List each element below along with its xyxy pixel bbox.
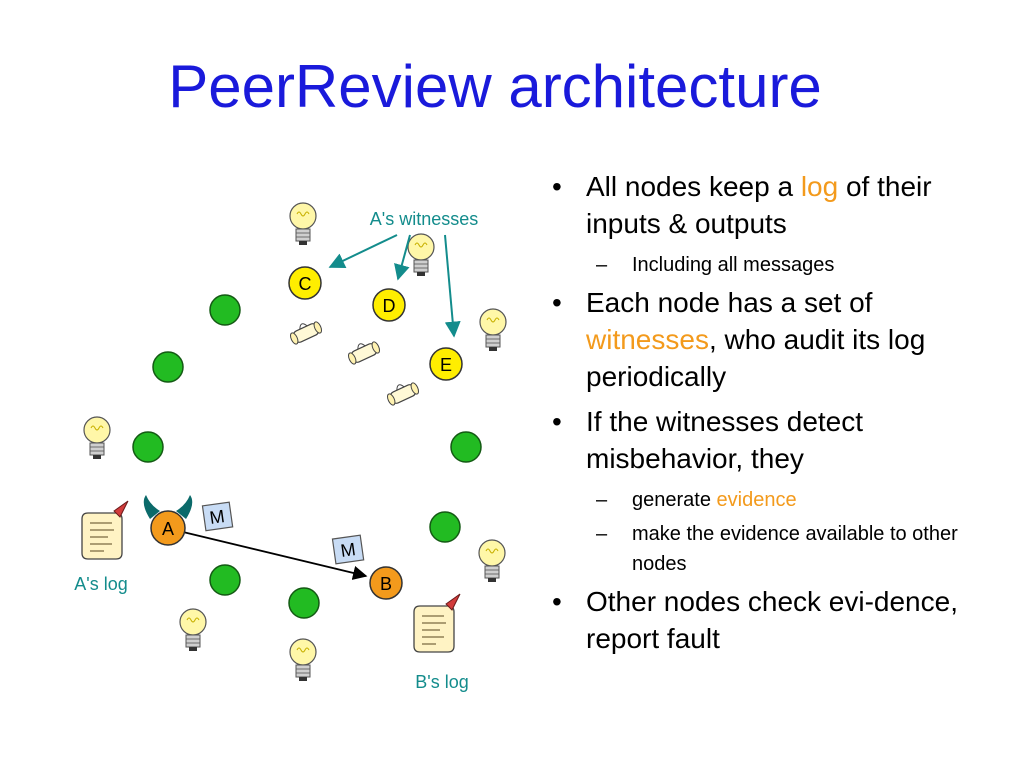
bullet-item: •Other nodes check evi-dence, report fau… bbox=[552, 586, 958, 654]
message-box-label: M bbox=[339, 539, 357, 561]
b-log-icon bbox=[413, 593, 461, 653]
a-log-icon bbox=[81, 500, 129, 560]
highlight-log: log bbox=[800, 171, 839, 202]
a-log-label: A's log bbox=[74, 574, 127, 594]
b-log-label: B's log bbox=[415, 672, 468, 692]
peerreview-diagram: C D E A B M M A's witnesses A's log B's … bbox=[74, 202, 507, 692]
node-b-label: B bbox=[380, 574, 392, 594]
node bbox=[132, 431, 164, 463]
node bbox=[152, 351, 184, 383]
message-arrow bbox=[182, 531, 368, 580]
node-b bbox=[369, 566, 403, 600]
sub-bullet-item: –generate evidence bbox=[596, 489, 797, 511]
witness-label: A's witnesses bbox=[370, 209, 478, 229]
witness-bulb-icon bbox=[289, 202, 317, 246]
bullet-list: •All nodes keep a log of their inputs & … bbox=[548, 168, 1003, 665]
highlight-witnesses: witnesses bbox=[586, 324, 709, 355]
log-scroll-icon bbox=[344, 336, 382, 366]
bullet-item: •Each node has a set of witnesses, who a… bbox=[552, 287, 926, 392]
node bbox=[288, 587, 320, 619]
witness-arrow-d bbox=[394, 234, 411, 281]
log-scroll-icon bbox=[286, 316, 324, 346]
bullet-dot: • bbox=[552, 171, 562, 202]
witness-bulb-icon bbox=[407, 233, 435, 277]
witness-bulb-icon bbox=[479, 308, 507, 352]
message-box-label: M bbox=[208, 506, 226, 528]
node bbox=[429, 511, 461, 543]
node-a bbox=[150, 510, 186, 546]
message-box bbox=[331, 534, 365, 565]
node-d bbox=[372, 288, 406, 322]
node-c-label: C bbox=[299, 274, 312, 294]
witness-bulb-icon bbox=[83, 416, 111, 460]
witness-bulb-icon bbox=[179, 608, 207, 652]
sub-bullet-item: –make the evidence available to other no… bbox=[596, 523, 958, 575]
node bbox=[209, 294, 241, 326]
node bbox=[450, 431, 482, 463]
slide-title: PeerReview architecture bbox=[168, 53, 822, 120]
node bbox=[209, 564, 241, 596]
bullet-item: •If the witnesses detect misbehavior, th… bbox=[552, 406, 864, 474]
message-box bbox=[201, 501, 234, 532]
witness-bulb-icon bbox=[289, 638, 317, 682]
node-d-label: D bbox=[383, 296, 396, 316]
highlight-evidence: evidence bbox=[716, 489, 797, 511]
node-a-label: A bbox=[162, 519, 174, 539]
node-c bbox=[288, 266, 322, 300]
witness-arrow-e bbox=[444, 234, 461, 338]
devil-horns-icon bbox=[143, 495, 193, 519]
witness-arrow-c bbox=[328, 234, 398, 269]
bullet-item: •All nodes keep a log of their inputs & … bbox=[548, 168, 1003, 242]
log-scroll-icon bbox=[383, 377, 421, 407]
witness-bulb-icon bbox=[478, 539, 506, 583]
sub-bullet-item: –Including all messages bbox=[596, 254, 835, 276]
node-e-label: E bbox=[440, 355, 452, 375]
node-e bbox=[429, 347, 463, 381]
